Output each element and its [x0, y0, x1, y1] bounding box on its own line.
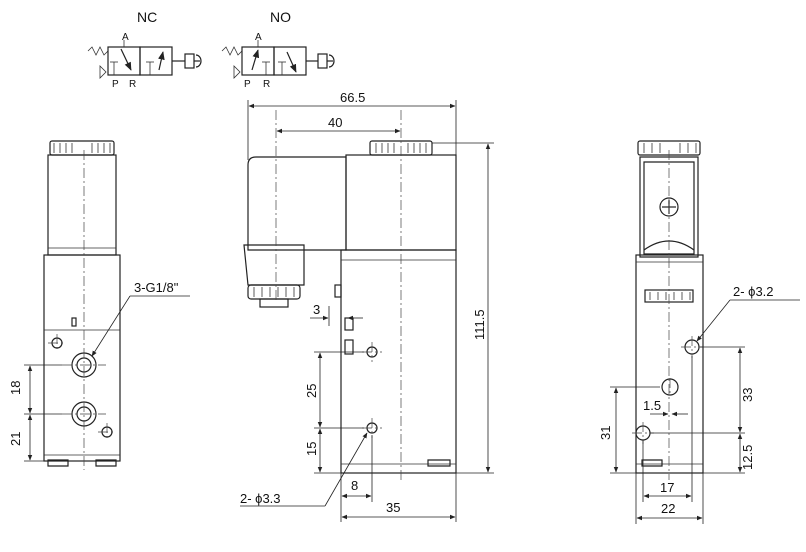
dim-width-overall: 66.5	[340, 90, 365, 105]
nc-box-right	[139, 46, 173, 76]
dim-side-12-5: 12.5	[740, 445, 755, 470]
dim-left-18: 18	[8, 381, 23, 395]
nc-valve-symbol: NC A P R	[87, 9, 202, 90]
nc-port-p: P	[112, 79, 119, 90]
connector-nut	[247, 284, 301, 300]
nc-title: NC	[137, 9, 157, 25]
right-body	[635, 254, 704, 474]
dim-height-overall: 111.5	[472, 309, 487, 340]
right-view: 33 12.5 31 1.5 17 22 2- ϕ3.2	[598, 140, 800, 524]
screw-icon	[659, 197, 679, 217]
nc-return-arrow-icon	[99, 65, 107, 79]
dim-width-coil: 40	[328, 115, 342, 130]
no-port-p: P	[244, 79, 251, 90]
left-coil	[47, 154, 117, 256]
dim-side-1-5: 1.5	[643, 398, 661, 413]
dim-left-21: 21	[8, 432, 23, 446]
no-return-arrow-icon	[233, 65, 241, 79]
connector-housing	[247, 156, 347, 251]
no-valve-symbol: NO A P R	[221, 9, 335, 90]
dim-side-33: 33	[740, 388, 755, 402]
nc-box-left	[107, 46, 141, 76]
dim-mount-offset: 8	[351, 478, 358, 493]
nc-solenoid-icon	[184, 53, 195, 69]
mount-hole-front-label: 2- ϕ3.3	[240, 491, 281, 506]
middle-body	[340, 249, 457, 474]
dim-side-31: 31	[598, 426, 613, 440]
nc-port-a: A	[122, 32, 129, 43]
no-spring-icon	[221, 46, 243, 56]
thread-label: 3-G1/8"	[134, 280, 179, 295]
no-port-r: R	[263, 79, 270, 90]
dim-port-spacing-2: 15	[304, 442, 319, 456]
no-port-a: A	[255, 32, 262, 43]
mount-hole-side-label: 2- ϕ3.2	[733, 284, 774, 299]
dim-side-17: 17	[660, 480, 674, 495]
nc-spring-icon	[87, 46, 109, 56]
no-title: NO	[270, 9, 291, 25]
left-body	[43, 254, 121, 462]
nc-port-r: R	[129, 79, 136, 90]
middle-view: 66.5 40 111.5 3 25 15 8 35 2- ϕ3.3	[240, 90, 494, 522]
left-view: 18 21 3-G1/8"	[8, 140, 190, 470]
dim-side-22: 22	[661, 501, 675, 516]
dim-body-width: 35	[386, 500, 400, 515]
dim-port-spacing-1: 25	[304, 384, 319, 398]
right-connector	[639, 156, 699, 258]
no-solenoid-icon	[317, 53, 328, 69]
dim-offset: 3	[313, 302, 320, 317]
no-box-right	[273, 46, 307, 76]
